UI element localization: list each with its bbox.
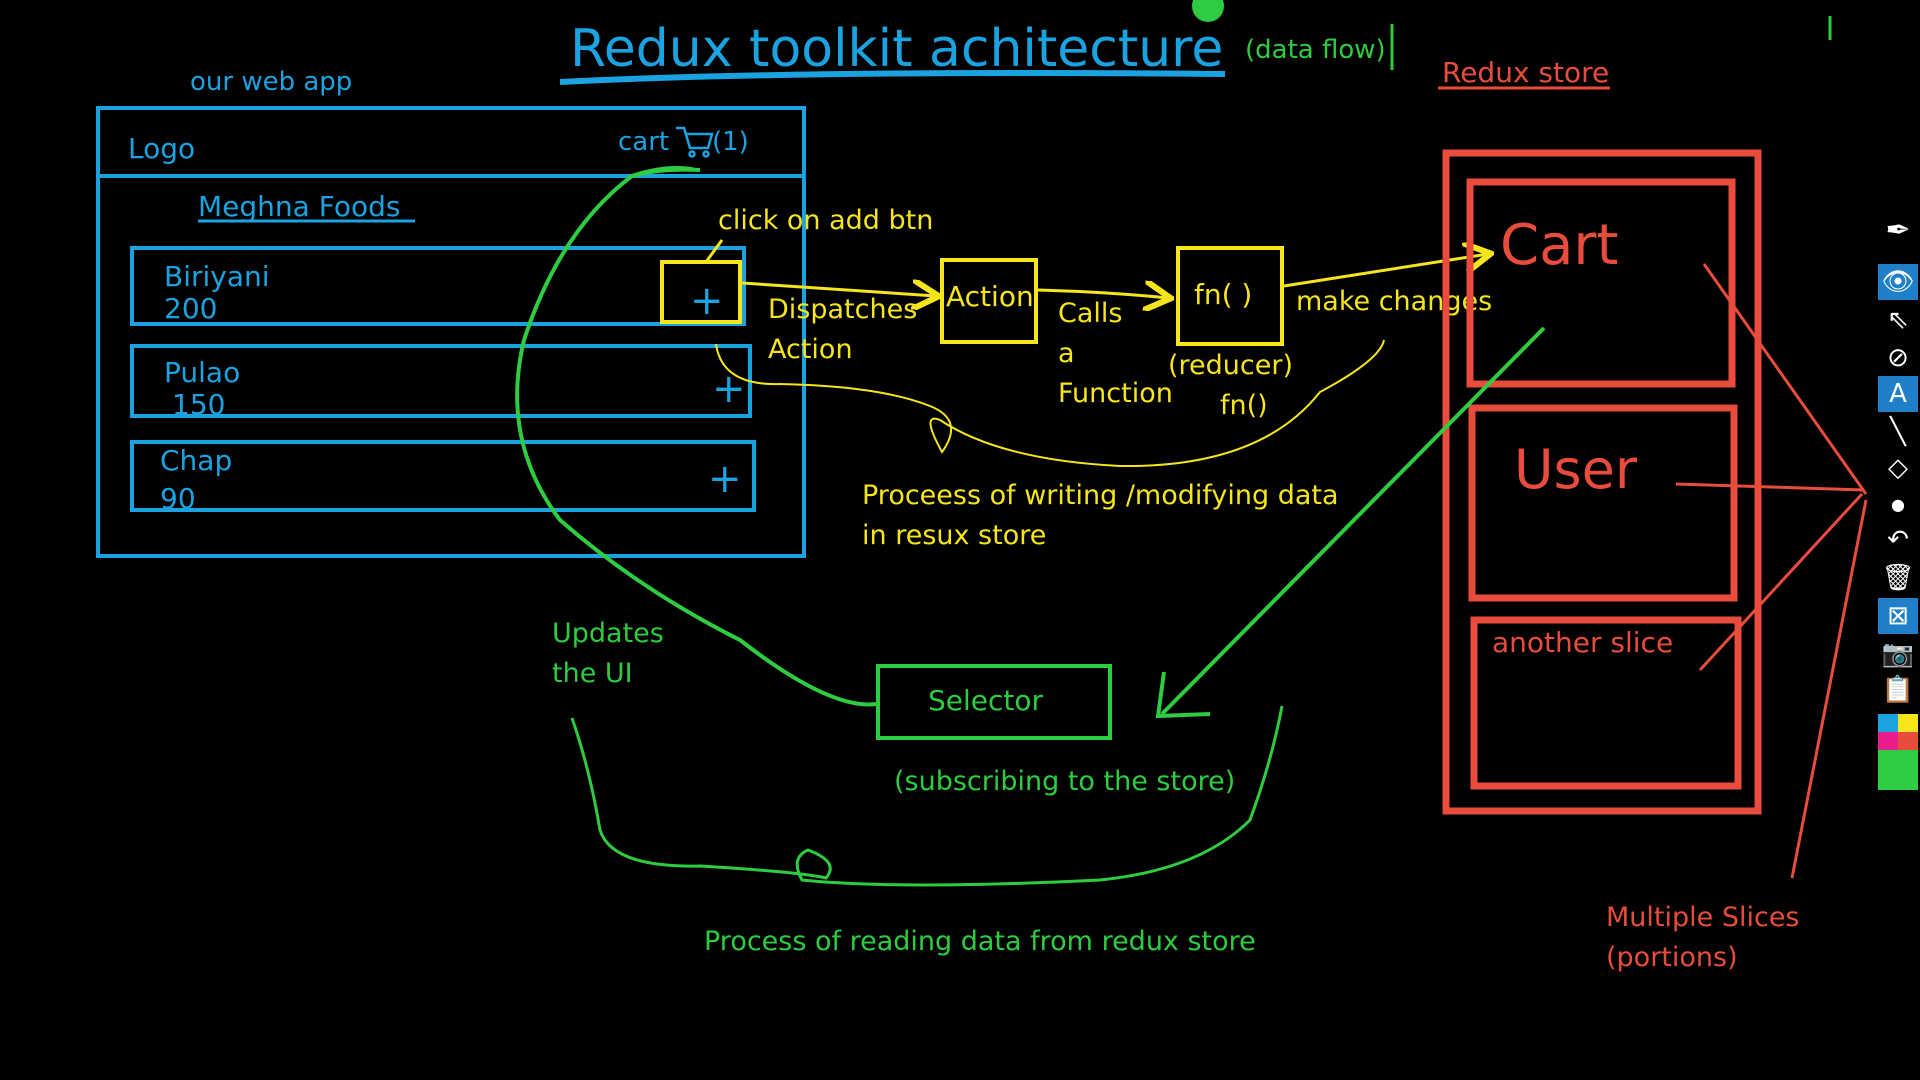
another-slice-label: another slice	[1492, 626, 1673, 659]
updates-ui-text: the UI	[552, 658, 633, 689]
text-icon[interactable]: A	[1878, 376, 1918, 412]
cart-icon	[676, 126, 714, 158]
color-swatch-blue[interactable]	[1878, 714, 1898, 732]
slice-pointers	[1675, 263, 1868, 879]
user-slice-label: User	[1514, 438, 1638, 501]
calls-text: a	[1058, 338, 1075, 369]
store-label: Redux store	[1442, 56, 1609, 89]
selector-label: Selector	[928, 684, 1044, 717]
action-box	[940, 258, 1038, 344]
title-note: (data flow)	[1245, 35, 1386, 65]
make-changes-text: make changes	[1296, 286, 1492, 317]
selector-arrowhead	[1155, 671, 1211, 719]
updates-ui-text: Updates	[552, 618, 664, 649]
webapp-label: our web app	[190, 67, 352, 97]
pointer-icon[interactable]: ⇖	[1887, 305, 1909, 335]
click-note: click on add btn	[718, 205, 933, 236]
drawing-toolbar: ✒ 👁 ⇖ ⊘ A ╲ ◇ ● ↶ 🗑 ⊠ 📷 📋	[1878, 212, 1918, 812]
camera-icon[interactable]: 📷	[1881, 639, 1915, 669]
undo-icon[interactable]: ↶	[1887, 525, 1909, 555]
menu-item-biriyani	[130, 246, 746, 326]
restaurant-name: Meghna Foods	[198, 190, 400, 223]
logo-text: Logo	[128, 132, 195, 165]
write-process-brace	[715, 339, 1385, 468]
move-handle-icon[interactable]	[1192, 0, 1224, 22]
redux-store-box	[1442, 149, 1762, 815]
click-pointer	[704, 239, 724, 263]
eye-icon[interactable]: 👁	[1878, 264, 1918, 300]
diagram-title: Redux toolkit achitecture	[570, 19, 1223, 79]
clear-icon[interactable]: ⊠	[1878, 598, 1918, 634]
pen-icon[interactable]: ✒	[1885, 212, 1911, 248]
eraser-icon[interactable]: ◇	[1888, 453, 1908, 483]
read-process-brace	[570, 705, 1284, 887]
reducer-label: fn()	[1220, 390, 1268, 421]
reducer-fn-box	[1176, 246, 1284, 346]
webapp-frame	[96, 106, 806, 558]
dispatch-text: Dispatches	[768, 294, 917, 325]
item-price: 150	[172, 388, 225, 421]
read-process-text: Process of reading data from redux store	[704, 926, 1256, 957]
arrow-to-store	[1283, 254, 1488, 288]
user-slice	[1468, 404, 1738, 602]
color-swatch-yellow[interactable]	[1898, 714, 1918, 732]
multiple-slices-text: (portions)	[1606, 942, 1738, 973]
cart-text: cart	[618, 127, 669, 157]
clipboard-icon[interactable]: 📋	[1881, 675, 1915, 705]
cart-count: (1)	[712, 127, 749, 157]
title-underline	[559, 70, 1226, 85]
subscribe-text: (subscribing to the store)	[894, 766, 1235, 797]
write-process-text: Proceess of writing /modifying data	[862, 480, 1339, 511]
color-swatch-green[interactable]	[1878, 750, 1918, 790]
add-button-chap[interactable]: +	[708, 456, 742, 502]
calls-text: Function	[1058, 378, 1173, 409]
item-price: 90	[160, 482, 196, 515]
item-name: Pulao	[164, 356, 240, 389]
add-button-box[interactable]	[660, 260, 742, 324]
item-name: Chap	[160, 444, 232, 477]
action-label: Action	[946, 280, 1034, 313]
menu-item-chap	[130, 440, 756, 512]
reducer-label: (reducer)	[1168, 350, 1293, 381]
item-price: 200	[164, 292, 217, 325]
fn-label: fn( )	[1194, 278, 1252, 311]
arrow-to-fn	[1037, 290, 1168, 298]
dispatch-text: Action	[768, 334, 853, 365]
color-swatch-magenta[interactable]	[1878, 732, 1898, 750]
no-pen-icon[interactable]: ⊘	[1887, 343, 1909, 373]
update-ui-curve	[515, 166, 877, 707]
write-process-text: in resux store	[862, 520, 1046, 551]
dot-icon[interactable]: ●	[1891, 494, 1905, 514]
trash-icon[interactable]: 🗑	[1881, 563, 1915, 593]
add-button-pulao[interactable]: +	[712, 366, 746, 412]
line-icon[interactable]: ╲	[1890, 417, 1906, 447]
multiple-slices-text: Multiple Slices	[1606, 902, 1800, 933]
store-to-selector-arrow	[1160, 326, 1546, 716]
calls-text: Calls	[1058, 298, 1122, 329]
color-swatch-red[interactable]	[1898, 732, 1918, 750]
item-name: Biriyani	[164, 260, 270, 293]
arrow-to-action	[741, 283, 936, 296]
add-button-biriyani[interactable]: +	[690, 278, 724, 324]
selector-box	[876, 664, 1112, 740]
another-slice	[1470, 616, 1742, 790]
cart-slice	[1466, 178, 1736, 388]
cart-slice-label: Cart	[1500, 213, 1618, 278]
